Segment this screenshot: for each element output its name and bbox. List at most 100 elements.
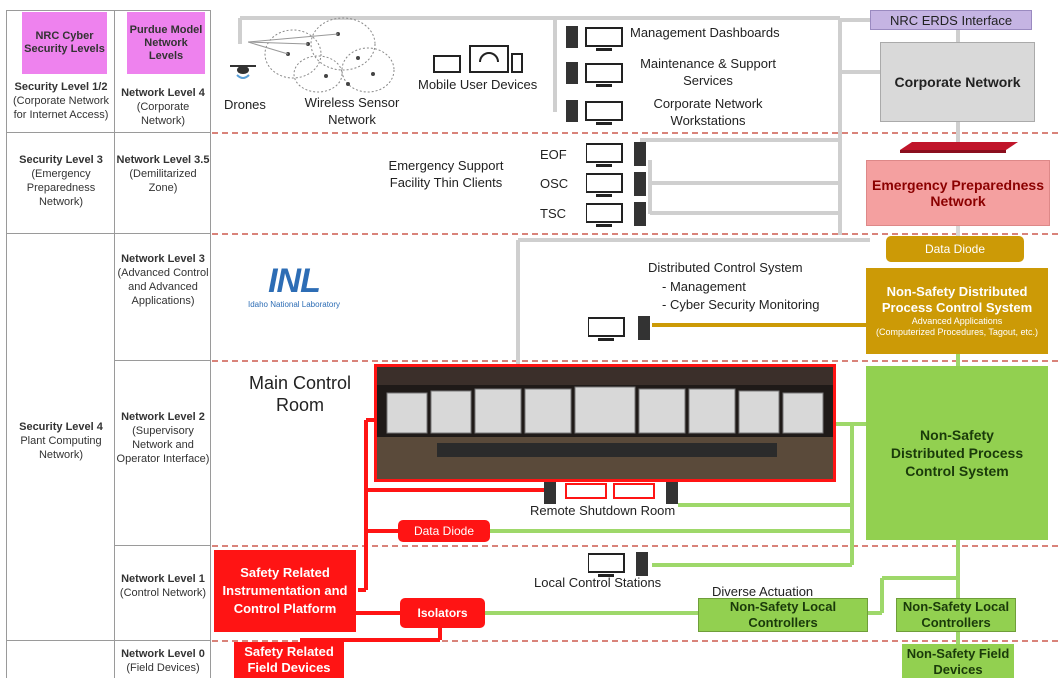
dash-sep-1: [212, 132, 1058, 134]
data-diode-red: Data Diode: [398, 520, 490, 542]
corporate-network-box: Corporate Network: [880, 42, 1035, 122]
local-control-station-icon: [587, 552, 650, 578]
nrc-erds-interface-text: NRC ERDS Interface: [889, 12, 1013, 28]
dash-sep-5: [212, 640, 1058, 642]
top-border: [6, 10, 210, 11]
row-sep-1: [6, 132, 210, 133]
dash-sep-4: [212, 545, 1058, 547]
mobile-user-devices-label: Mobile User Devices: [418, 77, 538, 92]
dcs-title-label: Distributed Control System: [648, 260, 803, 275]
network-level-1-desc: (Control Network): [119, 587, 207, 599]
security-level-3: Security Level 3 (Emergency Preparedness…: [8, 153, 114, 209]
security-level-1-2-desc: (Corporate Network for Internet Access): [13, 95, 109, 121]
col-sep-2: [210, 10, 211, 678]
wireless-sensor-network-label: Wireless Sensor Network: [304, 95, 400, 127]
maintenance-support-label: Maintenance & Support Services: [640, 56, 776, 88]
network-level-1: Network Level 1 (Control Network): [116, 572, 210, 600]
corporate-network-text: Corporate Network: [894, 74, 1021, 90]
nslc-left-text: Non-Safety Local Controllers: [729, 599, 837, 630]
safety-related-platform-text: Safety Related Instrumentation and Contr…: [222, 565, 348, 616]
corporate-workstations-label: Corporate Network Workstations: [653, 96, 763, 128]
nsdpcs-text: Non-Safety Distributed Process Control S…: [890, 427, 1024, 479]
data-diode-red-text: Data Diode: [413, 524, 475, 538]
security-level-4: Security Level 4 Plant Computing Network…: [8, 420, 114, 462]
nslc-left-box: Non-Safety Local Controllers: [698, 598, 868, 632]
dcs-item-management: - Management: [662, 279, 746, 294]
nslc-right-box: Non-Safety Local Controllers: [896, 598, 1016, 632]
workstation-icon-1: [566, 24, 626, 52]
row-sep-4: [114, 545, 210, 546]
security-level-1-2-title: Security Level 1/2: [14, 81, 108, 93]
security-level-3-desc: (Emergency Preparedness Network): [26, 168, 96, 208]
row-sep-5: [6, 640, 210, 641]
isolators-text: Isolators: [417, 606, 468, 620]
left-border: [6, 10, 7, 678]
network-level-3: Network Level 3 (Advanced Control and Ad…: [116, 252, 210, 308]
inl-logo: INL Idaho National Laboratory: [244, 262, 344, 322]
dcs-workstation-icon: [587, 316, 652, 342]
local-control-stations-label: Local Control Stations: [534, 575, 662, 590]
network-level-3-5-title: Network Level 3.5: [116, 154, 210, 166]
dash-sep-2: [212, 233, 1058, 235]
isolators-box: Isolators: [400, 598, 485, 628]
nsdpcs-advanced-subtitle2: (Computerized Procedures, Tagout, etc.): [876, 327, 1038, 337]
purdue-levels-header: Purdue Model Network Levels: [127, 12, 205, 74]
main-control-room-photo: [374, 364, 836, 482]
inl-logo-text: INL: [268, 262, 321, 300]
data-diode-top: Data Diode: [886, 236, 1024, 262]
firewall-icon: [900, 140, 1018, 154]
row-sep-2: [6, 233, 210, 234]
network-level-0: Network Level 0 (Field Devices): [116, 647, 210, 675]
management-dashboards-label: Management Dashboards: [630, 25, 780, 40]
drones-label: Drones: [224, 97, 266, 112]
network-level-3-desc: (Advanced Control and Advanced Applicati…: [117, 267, 209, 307]
remote-shutdown-icons: [544, 482, 680, 506]
network-level-2-title: Network Level 2: [121, 411, 205, 423]
tsc-label: TSC: [540, 206, 566, 221]
purdue-levels-header-text: Purdue Model Network Levels: [129, 23, 203, 62]
nonsafety-field-devices-box: Non-Safety Field Devices: [902, 644, 1014, 678]
safety-related-platform-box: Safety Related Instrumentation and Contr…: [214, 550, 356, 632]
emergency-preparedness-network-text: Emergency Preparedness Network: [872, 177, 1044, 209]
nrc-erds-interface-box: NRC ERDS Interface: [870, 10, 1032, 30]
osc-label: OSC: [540, 176, 569, 191]
network-level-4-desc: (Corporate Network): [136, 101, 190, 127]
diverse-actuation-label: Diverse Actuation: [712, 584, 814, 599]
nsdpcs-advanced-title: Non-Safety Distributed Process Control S…: [881, 284, 1033, 315]
nrc-levels-header-text: NRC Cyber Security Levels: [24, 30, 105, 55]
drone-icon: [228, 60, 258, 82]
security-level-3-title: Security Level 3: [19, 154, 103, 166]
inl-logo-subtitle: Idaho National Laboratory: [247, 300, 341, 309]
workstation-icon-2: [566, 60, 626, 88]
dash-sep-3: [212, 360, 1058, 362]
nsdpcs-advanced-box: Non-Safety Distributed Process Control S…: [866, 268, 1048, 354]
eof-label: EOF: [540, 147, 567, 162]
safety-field-devices-box: Safety Related Field Devices: [234, 642, 344, 678]
security-level-4-title: Security Level 4: [19, 421, 103, 433]
thin-client-tsc-icon: [585, 202, 648, 228]
col-sep-1: [114, 10, 115, 678]
safety-field-devices-text: Safety Related Field Devices: [244, 644, 334, 675]
network-level-3-title: Network Level 3: [121, 253, 205, 265]
network-level-4: Network Level 4 (Corporate Network): [116, 86, 210, 128]
nonsafety-field-devices-text: Non-Safety Field Devices: [906, 646, 1010, 677]
network-level-3-5: Network Level 3.5 (Demilitarized Zone): [116, 153, 210, 195]
thin-client-osc-icon: [585, 172, 648, 198]
network-level-2: Network Level 2 (Supervisory Network and…: [116, 410, 210, 466]
emergency-preparedness-network-box: Emergency Preparedness Network: [866, 160, 1050, 226]
network-level-3-5-desc: (Demilitarized Zone): [129, 168, 197, 194]
sensor-network-diagram: [247, 14, 398, 96]
network-level-1-title: Network Level 1: [121, 573, 205, 585]
row-sep-3: [114, 360, 210, 361]
security-level-1-2: Security Level 1/2 (Corporate Network fo…: [8, 80, 114, 122]
network-level-0-desc: (Field Devices): [126, 662, 200, 674]
network-level-4-title: Network Level 4: [121, 87, 205, 99]
emergency-support-facility-label: Emergency Support Facility Thin Clients: [388, 158, 504, 190]
security-level-4-desc: Plant Computing Network): [20, 435, 102, 461]
nslc-right-text: Non-Safety Local Controllers: [902, 599, 1010, 630]
workstation-icon-3: [566, 98, 626, 126]
network-level-2-desc: (Supervisory Network and Operator Interf…: [116, 425, 210, 465]
remote-shutdown-room-label: Remote Shutdown Room: [530, 503, 676, 518]
thin-client-eof-icon: [585, 142, 648, 168]
